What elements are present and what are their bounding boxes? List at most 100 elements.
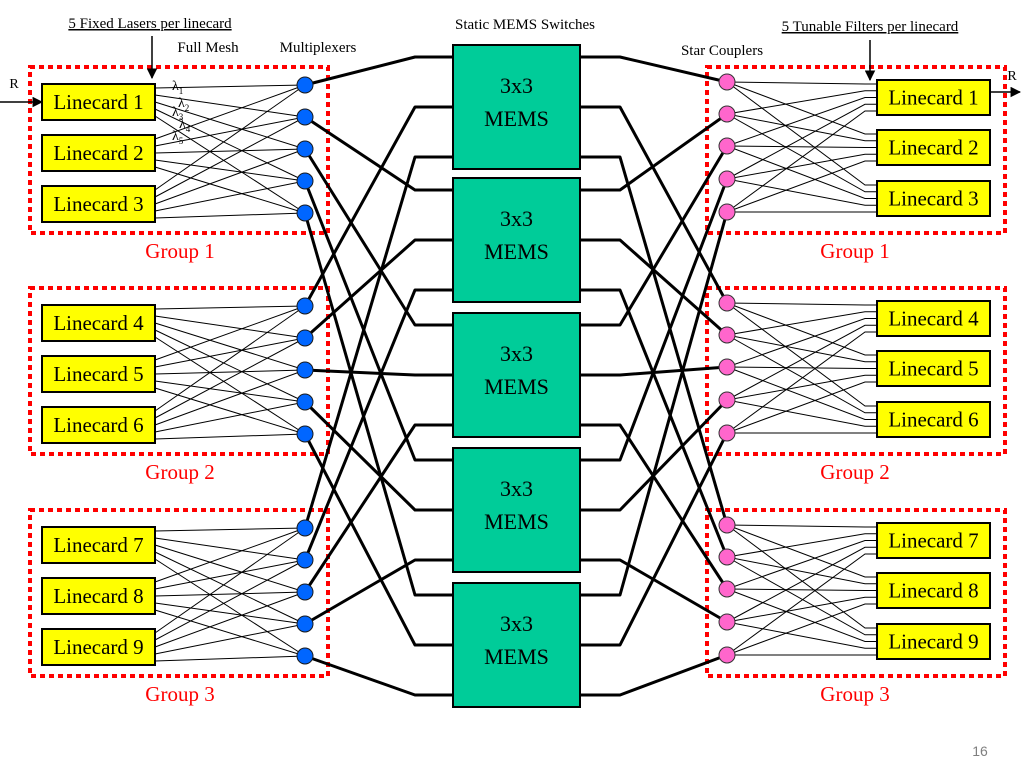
- linecard-label: Linecard 2: [53, 141, 143, 165]
- egress-linecard: Linecard 2: [876, 129, 991, 166]
- full-mesh-link: [154, 84, 306, 140]
- linecard-box: [876, 300, 991, 337]
- full-mesh-link: [154, 148, 306, 205]
- star-coupler-link: [726, 603, 877, 656]
- star-coupler-link: [726, 366, 877, 420]
- full-mesh-link: [154, 655, 306, 662]
- linecard-box: [876, 129, 991, 166]
- mems-to-coupler-link: [580, 145, 729, 327]
- linecard-box: [41, 526, 156, 564]
- fiber-links-layer: [303, 55, 729, 697]
- mux-to-mems-link: [303, 423, 453, 593]
- linecard-box: [876, 401, 991, 438]
- multiplexer-node: [296, 204, 314, 222]
- full-mesh-link: [154, 116, 306, 198]
- star-coupler-node: [718, 137, 736, 155]
- lambda-index: 4: [186, 124, 191, 134]
- star-couplers-label: Star Couplers: [681, 43, 763, 59]
- mems-to-coupler-link: [580, 423, 729, 590]
- mems-switch-box: [452, 447, 581, 573]
- mems-switch-box: [452, 582, 581, 708]
- full-mesh-link: [154, 559, 306, 590]
- lambda-symbol: λ: [178, 96, 185, 111]
- star-coupler-node: [718, 613, 736, 631]
- linecard-box: [41, 628, 156, 666]
- linecard-label: Linecard 9: [888, 630, 978, 654]
- star-coupler-link: [726, 311, 877, 336]
- star-coupler-link: [726, 302, 877, 407]
- star-coupler-node: [718, 646, 736, 664]
- star-coupler-link: [726, 546, 877, 623]
- mems-size-label: 3x3: [500, 476, 533, 501]
- star-coupler-link: [726, 97, 877, 147]
- mems-to-coupler-link: [580, 288, 729, 558]
- egress-linecard: Linecard 4: [876, 300, 991, 337]
- full-mesh-link: [154, 116, 306, 147]
- mesh-links-layer: [154, 81, 877, 662]
- full-mesh-link: [154, 94, 306, 118]
- mems-to-coupler-link: [580, 365, 728, 377]
- star-coupler-link: [726, 596, 877, 623]
- static-mems-switches-label: Static MEMS Switches: [455, 17, 595, 33]
- star-coupler-link: [726, 556, 877, 636]
- linecard-box: [41, 134, 156, 172]
- star-coupler-link: [726, 366, 877, 369]
- mems-to-coupler-link: [580, 112, 728, 192]
- egress-group-box: [705, 65, 1007, 235]
- star-coupler-node: [718, 105, 736, 123]
- ingress-group-label: Group 2: [145, 460, 214, 484]
- ingress-rate-label: R: [9, 77, 19, 92]
- multiplexer-node: [296, 172, 314, 190]
- linecard-box: [876, 350, 991, 387]
- star-coupler-link: [726, 113, 877, 142]
- star-coupler-link: [726, 374, 877, 401]
- egress-group-label: Group 3: [820, 682, 889, 706]
- star-coupler-link: [726, 302, 877, 306]
- full-mesh-link: [154, 329, 306, 403]
- mems-to-coupler-link: [580, 55, 728, 84]
- star-coupler-link: [726, 113, 877, 193]
- mems-to-coupler-link: [580, 211, 729, 597]
- linecard-box: [876, 522, 991, 559]
- full-mesh-link: [154, 551, 306, 625]
- multiplexers-label: Multiplexers: [280, 40, 357, 56]
- full-mesh-link: [154, 305, 306, 412]
- ingress-linecard: Linecard 3: [41, 185, 156, 223]
- full-mesh-link: [154, 527, 306, 634]
- star-coupler-link: [726, 110, 877, 213]
- mems-type-label: MEMS: [484, 509, 549, 534]
- mux-to-mems-link: [304, 238, 453, 340]
- star-coupler-link: [726, 178, 877, 206]
- full-mesh-link: [154, 180, 306, 212]
- full-mesh-link: [154, 544, 306, 593]
- ingress-group-box: [28, 508, 330, 678]
- ingress-linecard: Linecard 8: [41, 577, 156, 615]
- mems-to-coupler-link: [580, 558, 728, 624]
- mux-to-mems-link: [303, 400, 453, 512]
- multiplexer-node: [296, 140, 314, 158]
- ingress-linecard: Linecard 6: [41, 406, 156, 444]
- full-mesh-link: [154, 527, 306, 532]
- egress-linecard: Linecard 8: [876, 572, 991, 609]
- mems-size-label: 3x3: [500, 73, 533, 98]
- egress-group-box: [705, 508, 1007, 678]
- linecard-box: [41, 577, 156, 615]
- star-coupler-link: [726, 533, 877, 558]
- full-mesh-link: [154, 212, 306, 219]
- multiplexer-node: [296, 647, 314, 665]
- star-coupler-node: [718, 326, 736, 344]
- lambda-index: 1: [179, 86, 184, 96]
- linecard-label: Linecard 4: [888, 307, 979, 331]
- star-coupler-link: [726, 540, 877, 590]
- linecard-box: [876, 180, 991, 217]
- mux-to-mems-link: [303, 288, 453, 561]
- star-coupler-link: [726, 524, 877, 629]
- multiplexer-node: [296, 615, 314, 633]
- linecard-box: [876, 572, 991, 609]
- linecard-label: Linecard 5: [53, 362, 143, 386]
- mux-to-mems-link: [303, 433, 453, 647]
- full-mesh-link: [154, 387, 306, 435]
- star-coupler-node: [718, 580, 736, 598]
